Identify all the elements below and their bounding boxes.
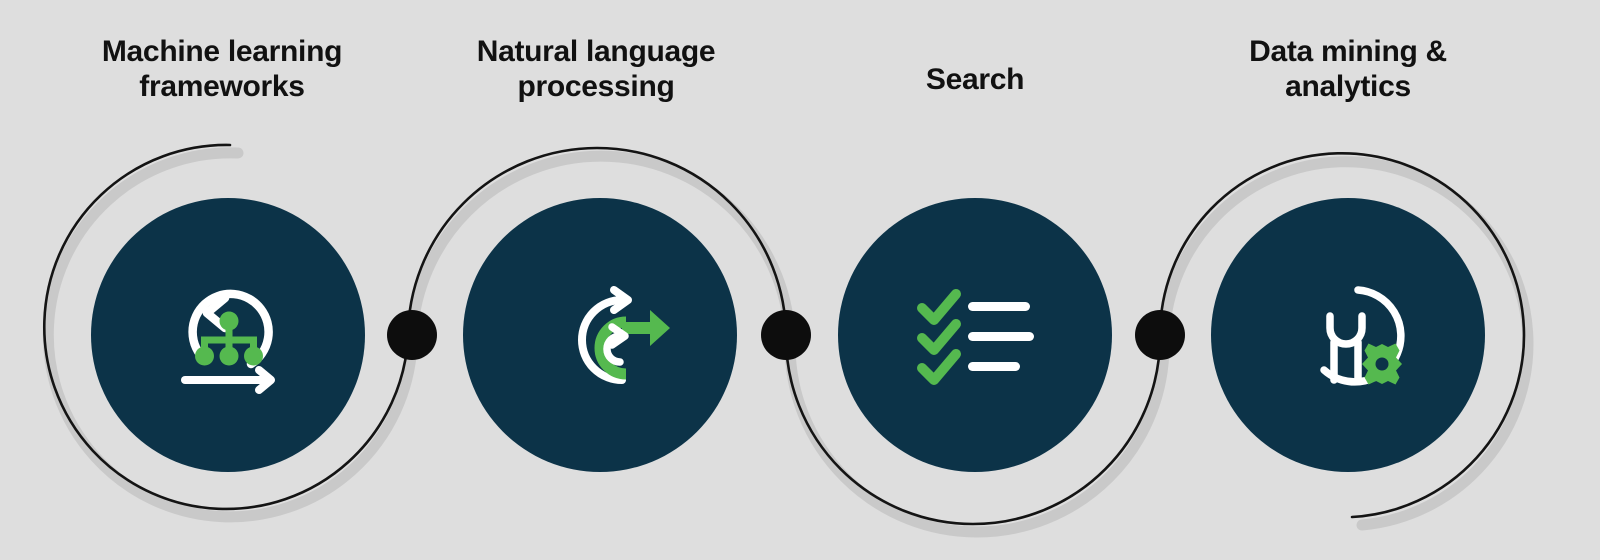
search-checklist-icon bbox=[922, 294, 1034, 380]
connector-dot-1[interactable] bbox=[387, 310, 437, 360]
node-search[interactable] bbox=[838, 198, 1112, 472]
connector-arcs bbox=[42, 143, 1526, 526]
arc-segment-1 bbox=[42, 143, 410, 511]
node-circle[interactable] bbox=[1211, 198, 1485, 472]
node-nlp[interactable] bbox=[463, 198, 737, 472]
arc-segment-3 bbox=[784, 335, 1162, 526]
arc-segment-4 bbox=[1158, 151, 1526, 519]
node-data-mining-analytics[interactable] bbox=[1211, 198, 1485, 472]
connector-dots bbox=[387, 310, 1185, 360]
connector-dot-2[interactable] bbox=[761, 310, 811, 360]
connector-dot-3[interactable] bbox=[1135, 310, 1185, 360]
arc-segment-2 bbox=[406, 146, 788, 339]
node-ml-frameworks[interactable] bbox=[91, 198, 365, 472]
